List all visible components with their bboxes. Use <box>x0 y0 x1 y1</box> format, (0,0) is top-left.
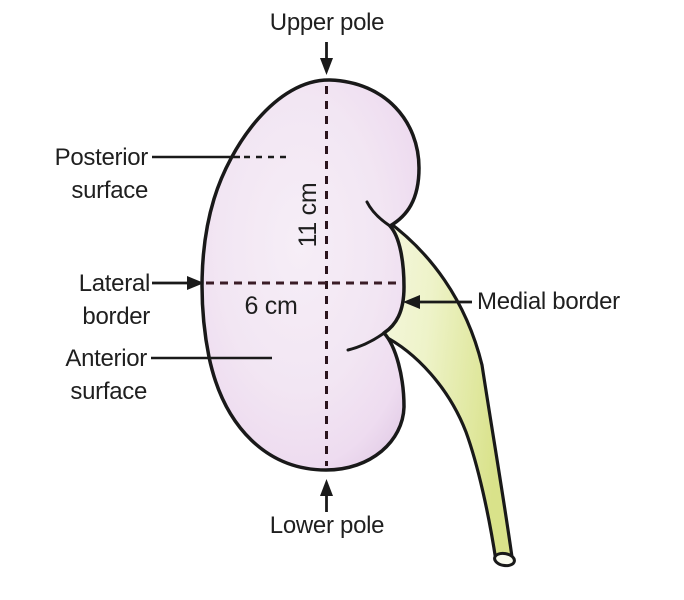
lower-pole-arrow-head <box>320 479 333 496</box>
label-lateral-border: Lateral border <box>78 270 151 330</box>
label-upper-pole: Upper pole <box>269 9 385 36</box>
hilum-upper-notch <box>365 200 392 228</box>
lateral-arrow-head <box>187 276 204 290</box>
label-length-11cm: 11 cm <box>294 182 322 248</box>
medial-arrow-head <box>403 295 420 309</box>
label-posterior-surface: Posterior surface <box>54 144 149 204</box>
ureter-open-end <box>493 551 516 568</box>
label-lower-pole: Lower pole <box>269 512 385 539</box>
upper-pole-arrow-head <box>320 58 333 75</box>
kidney-shape <box>200 78 421 472</box>
label-anterior-surface: Anterior surface <box>65 345 147 405</box>
label-width-6cm: 6 cm <box>244 292 298 320</box>
label-medial-border: Medial border <box>477 288 620 315</box>
hilum-lower-notch <box>346 331 386 352</box>
